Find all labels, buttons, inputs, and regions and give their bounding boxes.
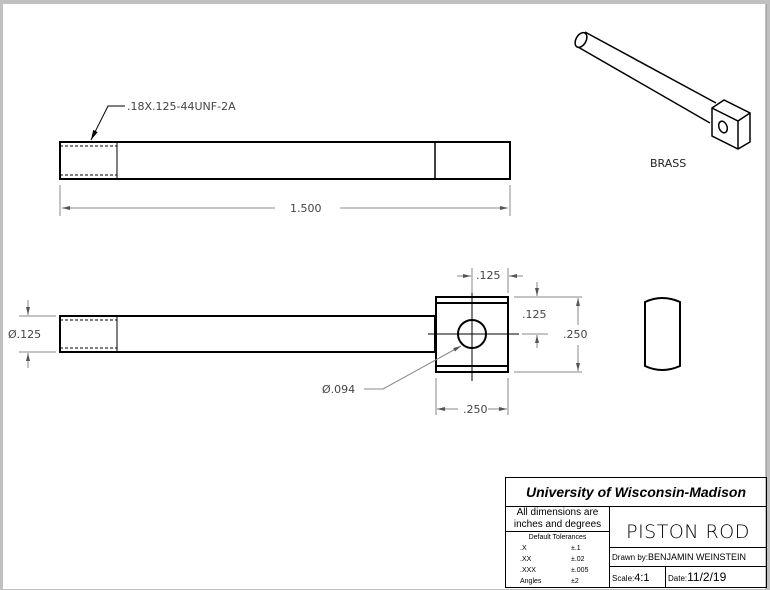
block-height-dimension: .250 bbox=[563, 328, 588, 341]
scale-label: Scale: bbox=[612, 574, 635, 583]
date-value: 11/2/19 bbox=[687, 570, 727, 584]
part-name: PISTON ROD bbox=[609, 506, 767, 548]
block-width-dimension: .250 bbox=[463, 403, 488, 416]
hole-diameter-dimension: Ø.094 bbox=[322, 383, 355, 396]
isometric-view bbox=[574, 31, 751, 150]
front-view: Ø.125 .125 .125 .250 .250 Ø.094 bbox=[8, 268, 588, 416]
institution-name: University of Wisconsin-Madison bbox=[505, 477, 767, 507]
hole-x-dimension: .125 bbox=[476, 269, 501, 282]
scale-value: 4:1 bbox=[634, 572, 650, 584]
tolerance-value: ±.1 bbox=[571, 545, 581, 552]
units-line-2: inches and degrees bbox=[513, 519, 602, 530]
tolerances-box: Default Tolerances .X .XX .XXX Angles ±.… bbox=[505, 531, 610, 588]
length-dimension: 1.500 bbox=[290, 202, 322, 215]
tolerance-label: .X bbox=[520, 545, 527, 552]
drawn-by-value: BENJAMIN WEINSTEIN bbox=[648, 552, 747, 562]
drawn-by-label: Drawn by: bbox=[612, 553, 649, 562]
tolerance-label: .XXX bbox=[520, 567, 536, 574]
material-label: BRASS bbox=[650, 157, 686, 170]
tolerance-label: Angles bbox=[520, 578, 542, 585]
tolerance-value: ±.005 bbox=[571, 567, 589, 574]
date-field: Date:11/2/19 bbox=[665, 566, 767, 588]
units-note: All dimensions are inches and degrees bbox=[505, 506, 610, 532]
side-view bbox=[644, 297, 681, 371]
tolerances-heading: Default Tolerances bbox=[528, 534, 587, 541]
drawn-by: Drawn by:BENJAMIN WEINSTEIN bbox=[609, 547, 767, 567]
tolerance-label: .XX bbox=[520, 556, 532, 563]
thread-callout: .18X.125-44UNF-2A bbox=[127, 100, 236, 113]
top-view: 1.500 .18X.125-44UNF-2A bbox=[59, 100, 511, 216]
units-line-1: All dimensions are bbox=[516, 507, 599, 518]
scale-field: Scale:4:1 bbox=[609, 566, 666, 588]
hole-y-dimension: .125 bbox=[522, 308, 547, 321]
tolerance-value: ±2 bbox=[571, 578, 579, 585]
shaft-diameter-dimension: Ø.125 bbox=[8, 328, 41, 341]
tolerance-value: ±.02 bbox=[571, 556, 585, 563]
date-label: Date: bbox=[668, 574, 688, 583]
drawing-sheet bbox=[3, 4, 766, 589]
